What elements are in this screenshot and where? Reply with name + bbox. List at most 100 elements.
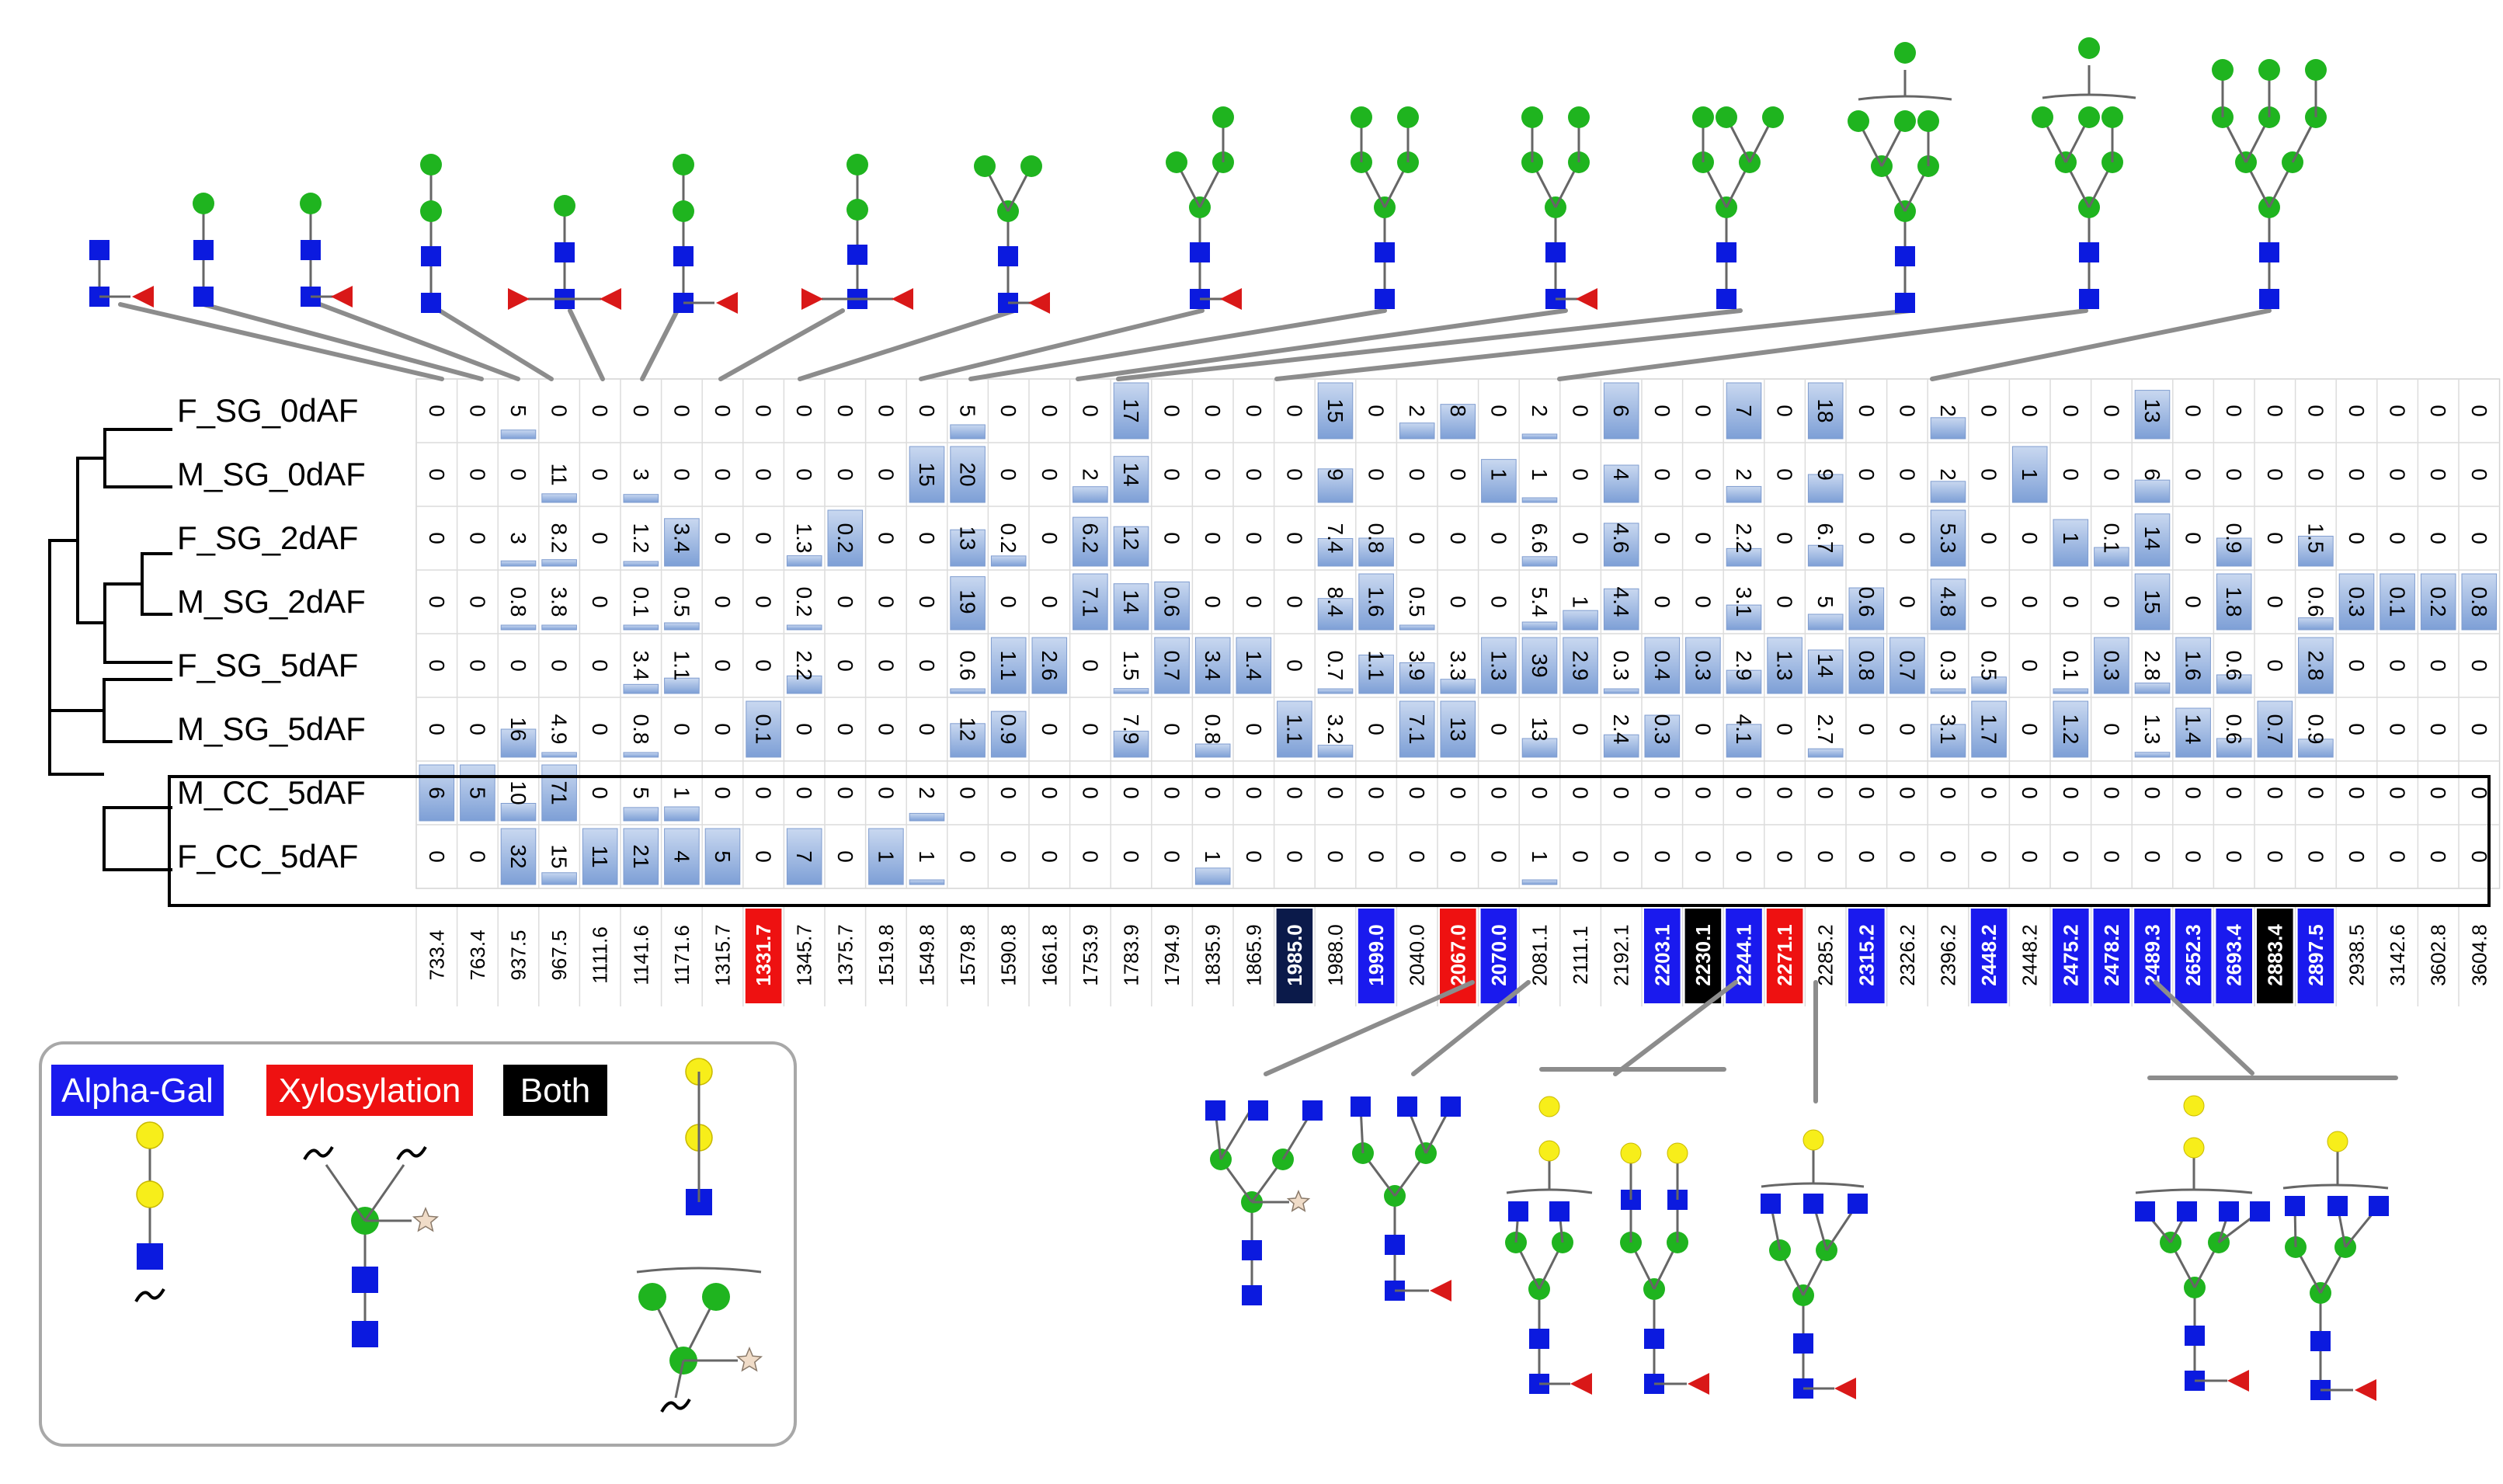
data-bar [786, 624, 822, 631]
bottom-glycan-structures [1205, 1095, 2389, 1401]
cell-value: 3.1 [1732, 587, 1756, 617]
cell-value: 0 [629, 405, 653, 417]
cell-value: 1.5 [1119, 651, 1143, 681]
mz-highlight [2093, 909, 2130, 1003]
reducing-end-icon [660, 1398, 691, 1413]
mannose-circle-icon [1894, 110, 1916, 132]
data-bar [1317, 598, 1354, 631]
data-bar [664, 677, 700, 694]
cell-value: 0 [1528, 787, 1552, 799]
sample-label: M_CC_5dAF [177, 774, 366, 811]
data-bar [1930, 481, 1966, 503]
data-bar [1236, 637, 1272, 694]
cell-value: 2 [1528, 405, 1552, 417]
data-bar [1563, 637, 1598, 694]
cell-value: 0 [1732, 850, 1756, 863]
glycan-bottom-1 [1205, 1100, 1323, 1305]
cell-value: 0 [425, 468, 449, 481]
data-bar [460, 764, 495, 822]
cell-value: 0 [2018, 723, 2042, 735]
cell-value: 1 [1201, 850, 1225, 863]
cell-value: 15 [2140, 589, 2164, 613]
mz-label: 2326.2 [1896, 924, 1919, 986]
data-bar [1807, 474, 1844, 503]
cell-value: 0 [1773, 723, 1797, 735]
cell-value: 0 [2181, 532, 2206, 544]
data-bar [623, 561, 659, 567]
data-bar [1358, 573, 1394, 631]
data-bar [1317, 745, 1354, 758]
data-bar [1685, 637, 1721, 694]
cell-value: 0 [548, 659, 572, 672]
cell-value: 0 [588, 659, 612, 672]
mannose-circle-icon [1397, 106, 1419, 128]
cell-value: 0 [2018, 850, 2042, 863]
cell-value: 4.8 [1936, 587, 1960, 617]
data-bar [1399, 700, 1435, 758]
cell-value: 0 [1569, 850, 1593, 863]
cell-value: 0 [2059, 787, 2083, 799]
data-bar [868, 828, 904, 885]
cell-value: 0 [1160, 850, 1184, 863]
bottom-connector-lines [1264, 980, 2398, 1103]
cell-value: 0 [752, 850, 776, 863]
top-connector-lines [118, 302, 2272, 381]
mz-label: 1345.7 [793, 924, 816, 986]
legend-glycan-motifs [134, 1058, 763, 1413]
cell-value: 0 [874, 659, 898, 672]
data-bar [2338, 573, 2375, 631]
data-bar [1807, 613, 1844, 631]
glycan-top-12 [1692, 106, 1784, 309]
cell-value: 0 [996, 787, 1020, 799]
cell-value: 0 [1282, 468, 1306, 481]
mz-label: 1999.0 [1364, 924, 1388, 986]
data-bar [500, 828, 537, 885]
cell-value: 0 [669, 405, 694, 417]
cell-value: 1.2 [2059, 714, 2083, 745]
cell-value: 0.5 [1405, 587, 1429, 617]
cell-value: 0.2 [792, 587, 816, 617]
data-bar [2380, 573, 2415, 631]
data-bar [1113, 526, 1149, 567]
mannose-circle-icon [1166, 151, 1187, 173]
data-bar [2216, 573, 2252, 631]
data-bar [500, 728, 537, 758]
cell-value: 0 [1650, 532, 1674, 544]
cell-value: 0 [1201, 532, 1225, 544]
mz-highlight [2297, 909, 2334, 1003]
cell-value: 1 [915, 850, 939, 863]
mannose-circle-icon [673, 200, 694, 222]
cell-value: 0 [1078, 405, 1102, 417]
cell-value: 0 [588, 596, 612, 608]
cell-value: 13 [1446, 717, 1470, 741]
cell-value: 0 [1773, 787, 1797, 799]
cell-value: 0.6 [1855, 587, 1879, 617]
fucose-triangle-icon [1688, 1373, 1709, 1395]
data-bar [1521, 879, 1558, 885]
cell-value: 0 [425, 405, 449, 417]
glcnac-square-icon [1302, 1100, 1323, 1121]
data-bar [1521, 556, 1558, 567]
cell-value: 0 [588, 468, 612, 481]
glcnac-square-icon [2310, 1331, 2331, 1351]
mz-label: 1835.9 [1201, 924, 1225, 986]
data-bar [1644, 714, 1681, 758]
mannose-circle-icon [2101, 106, 2123, 128]
cell-value: 13 [956, 526, 980, 550]
cell-value: 7.1 [1405, 714, 1429, 745]
mz-highlight [2053, 909, 2089, 1003]
mz-label: 2271.1 [1773, 924, 1796, 986]
cell-value: 0 [1364, 723, 1389, 735]
cell-value: 0 [2426, 723, 2450, 735]
cell-value: 0 [1160, 405, 1184, 417]
cell-value: 0 [2467, 787, 2491, 799]
cell-value: 0 [1446, 596, 1470, 608]
data-bar [1113, 583, 1149, 631]
data-bar [2053, 519, 2089, 567]
mz-label: 2448.2 [2018, 924, 2042, 986]
cell-value: 0 [2467, 723, 2491, 735]
data-bar [2011, 446, 2048, 503]
glcnac-square-icon [1242, 1285, 1262, 1305]
cell-value: 0 [1160, 723, 1184, 735]
cell-value: 0 [1364, 405, 1389, 417]
